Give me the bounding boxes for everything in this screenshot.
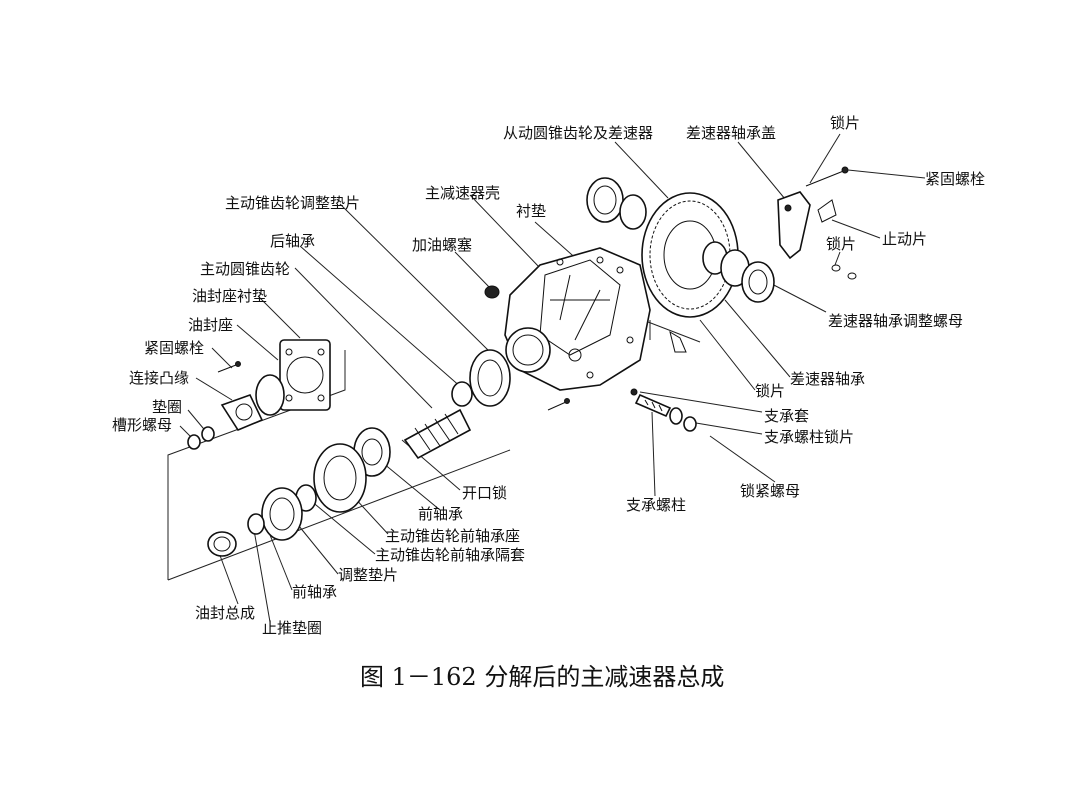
- label-drive-shim: 主动锥齿轮调整垫片: [225, 194, 361, 212]
- label-seal-seat-gasket: 油封座衬垫: [192, 287, 268, 305]
- label-cotter-lock: 开口锁: [462, 484, 508, 502]
- label-slotted-nut: 槽形螺母: [112, 416, 173, 434]
- label-lock-plate-top: 锁片: [830, 114, 861, 132]
- final-drive-housing: [504, 247, 651, 391]
- label-adjust-nut: 差速器轴承调整螺母: [828, 312, 964, 330]
- flange-group: [187, 339, 331, 450]
- label-diff-bearing: 差速器轴承: [790, 370, 866, 388]
- label-lock-plate-low: 锁片: [755, 382, 786, 400]
- driven-gear-differential: [586, 177, 775, 318]
- label-fasten-bolt-left: 紧固螺栓: [144, 339, 205, 357]
- label-bearing-cap: 差速器轴承盖: [686, 124, 777, 142]
- bearing-cap: [777, 166, 857, 280]
- label-drive-gear: 主动圆锥齿轮: [200, 260, 291, 278]
- label-diff-assembly: 从动圆锥齿轮及差速器: [503, 124, 654, 142]
- label-housing: 主减速器壳: [425, 184, 501, 202]
- label-thrust-washer: 止推垫圈: [262, 619, 323, 637]
- label-flange: 连接凸缘: [129, 369, 190, 387]
- label-support-stud: 支承螺柱: [626, 496, 687, 514]
- front-bearing-stack: [207, 427, 391, 557]
- drive-pinion: [403, 285, 511, 460]
- label-front-spacer: 主动锥齿轮前轴承隔套: [375, 546, 526, 564]
- label-front-bearing-seat: 主动锥齿轮前轴承座: [385, 527, 521, 545]
- figure-caption: 图 1－162 分解后的主减速器总成: [360, 663, 725, 691]
- support-stud-group: [547, 330, 697, 432]
- label-front-bearing-a: 前轴承: [418, 505, 464, 523]
- label-seal-seat: 油封座: [188, 316, 234, 334]
- label-washer: 垫圈: [152, 398, 183, 416]
- label-stop-plate: 止动片: [882, 230, 928, 248]
- label-fasten-bolt-right: 紧固螺栓: [925, 170, 986, 188]
- label-adjust-shim: 调整垫片: [338, 566, 399, 584]
- label-front-bearing-b: 前轴承: [292, 583, 338, 601]
- label-rear-bearing: 后轴承: [270, 232, 316, 250]
- label-seal-assembly: 油封总成: [195, 604, 256, 622]
- label-lock-nut: 锁紧螺母: [740, 482, 801, 500]
- label-lock-plate-mid: 锁片: [826, 235, 857, 253]
- label-gasket: 衬垫: [516, 202, 547, 220]
- label-support-sleeve: 支承套: [764, 407, 810, 425]
- label-support-lock: 支承螺柱锁片: [764, 428, 855, 446]
- label-oil-plug: 加油螺塞: [412, 236, 473, 254]
